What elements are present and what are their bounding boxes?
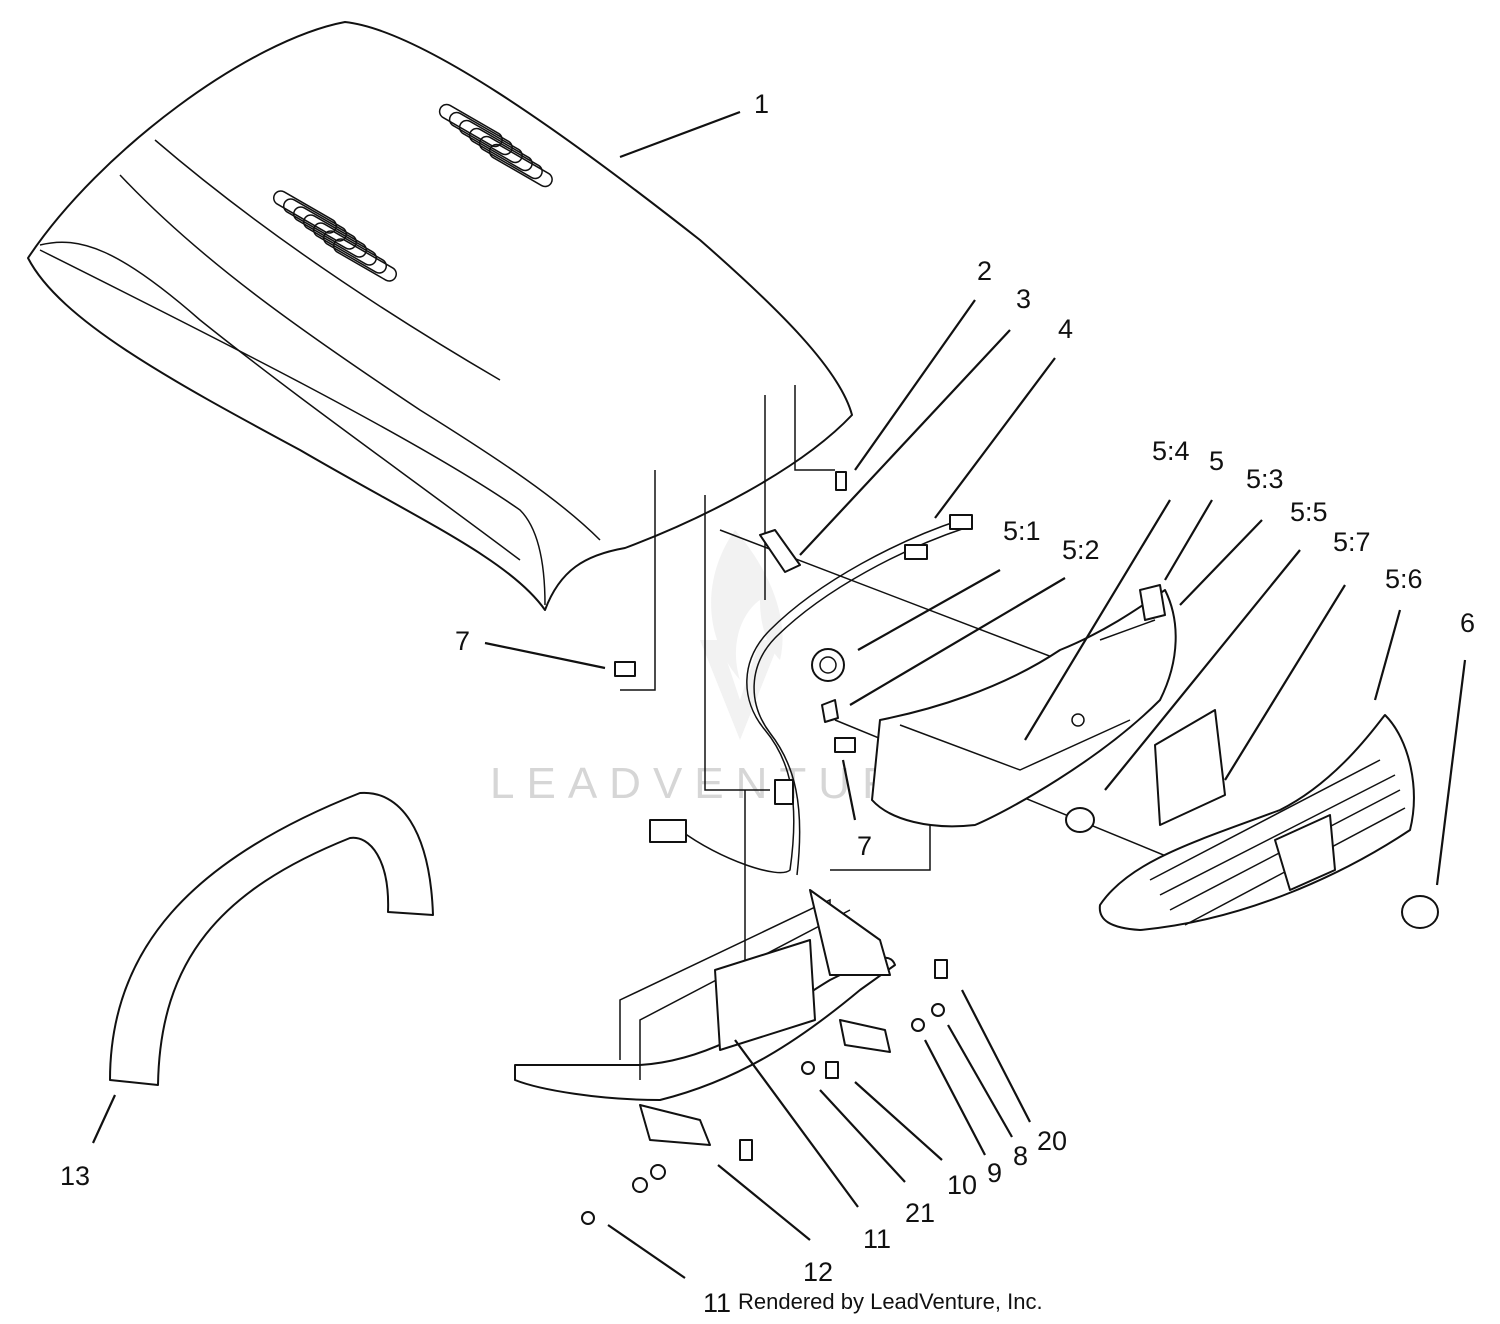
vent-slots-front <box>273 190 397 282</box>
callout-5-2: 5:2 <box>1062 535 1100 565</box>
callout-12: 12 <box>803 1257 833 1287</box>
callout-11-lower: 11 <box>703 1288 731 1318</box>
callout-labels: 1 2 3 4 5:4 5 5:3 5:5 5:7 5:1 5:2 5:6 6 … <box>60 89 1475 1318</box>
callout-2: 2 <box>977 256 992 286</box>
callout-5-7: 5:7 <box>1333 527 1371 557</box>
bracket-hardware-lower[interactable] <box>581 1104 753 1225</box>
hood-bolt-part[interactable] <box>835 471 847 491</box>
callout-9: 9 <box>987 1158 1002 1188</box>
callout-3: 3 <box>1016 284 1031 314</box>
vent-slots-rear <box>438 103 553 188</box>
callout-7-left: 7 <box>455 626 470 656</box>
callout-20: 20 <box>1037 1126 1067 1156</box>
clip-part-left[interactable] <box>614 661 636 677</box>
bulb-lens-part[interactable] <box>821 699 839 723</box>
hood-part[interactable] <box>27 21 853 611</box>
callout-11-upper: 11 <box>863 1224 891 1254</box>
callout-5-5: 5:5 <box>1290 497 1328 527</box>
watermark-logo <box>700 530 783 740</box>
fender-seal-part[interactable] <box>109 791 434 1086</box>
wiring-harness-part[interactable] <box>649 514 973 876</box>
callout-7-center: 7 <box>857 831 872 861</box>
hood-bracket-part[interactable] <box>759 529 801 573</box>
callout-13: 13 <box>60 1161 90 1191</box>
headlight-housing-part[interactable] <box>871 584 1177 833</box>
bracket-hardware-right[interactable] <box>801 959 948 1079</box>
callout-10: 10 <box>947 1170 977 1200</box>
callout-4: 4 <box>1058 314 1073 344</box>
watermark-text: LEADVENTURE <box>490 759 947 808</box>
callout-1: 1 <box>754 89 769 119</box>
callout-5: 5 <box>1209 446 1224 476</box>
grille-part[interactable] <box>1098 714 1415 931</box>
callout-6: 6 <box>1460 608 1475 638</box>
hood-support-frame-part[interactable] <box>514 889 896 1101</box>
reflector-part[interactable] <box>1154 709 1226 826</box>
callout-5-6: 5:6 <box>1385 564 1423 594</box>
footer-credit: Rendered by LeadVenture, Inc. <box>738 1289 1043 1314</box>
leader-lines <box>92 110 1467 1279</box>
emblem-part[interactable] <box>1401 895 1439 929</box>
callout-8: 8 <box>1013 1141 1028 1171</box>
bulb-socket-part[interactable] <box>811 648 845 682</box>
callout-5-4: 5:4 <box>1152 436 1190 466</box>
callout-21: 21 <box>905 1198 935 1228</box>
clip-part-center[interactable] <box>834 737 856 753</box>
callout-5-3: 5:3 <box>1246 464 1284 494</box>
callout-5-1: 5:1 <box>1003 516 1041 546</box>
